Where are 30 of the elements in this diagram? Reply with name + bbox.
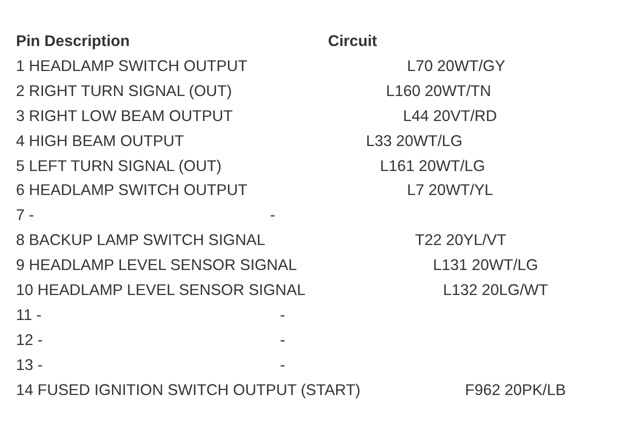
column-header: Circuit [328,32,378,52]
pin-description: 4 HIGH BEAM OUTPUT [16,132,184,152]
circuit-code: L7 20WT/YL [407,181,494,202]
circuit-code: T22 20YL/VT [415,231,506,252]
circuit-code: L161 20WT/LG [380,156,486,176]
circuit-code: L160 20WT/TN [386,82,492,102]
circuit-code: L70 20WT/GY [407,56,506,77]
circuit-code: - [280,356,286,376]
pin-description: 3 RIGHT LOW BEAM OUTPUT [16,106,233,127]
pin-description: 13 - [16,356,43,376]
pin-description: 11 - [16,306,42,326]
circuit-code: L131 20WT/LG [433,256,538,276]
circuit-code: L132 20LG/WT [443,281,548,301]
pin-description: 6 HEADLAMP SWITCH OUTPUT [16,181,248,202]
circuit-code: L44 20VT/RD [403,106,497,127]
column-header: Pin Description [16,32,130,52]
circuit-code: L33 20WT/LG [366,132,462,152]
pin-description: 9 HEADLAMP LEVEL SENSOR SIGNAL [16,256,297,276]
circuit-code: - [280,306,286,326]
pin-description: 2 RIGHT TURN SIGNAL (OUT) [16,82,232,102]
pin-description: 5 LEFT TURN SIGNAL (OUT) [16,156,222,176]
pin-description: 14 FUSED IGNITION SWITCH OUTPUT (START) [16,380,360,401]
pin-description: 1 HEADLAMP SWITCH OUTPUT [16,56,248,77]
pin-description: 10 HEADLAMP LEVEL SENSOR SIGNAL [16,281,306,301]
circuit-code: - [280,330,286,351]
circuit-code: F962 20PK/LB [465,380,566,401]
pin-description: 7 - [16,206,34,226]
pin-description: 12 - [16,330,43,351]
circuit-code: - [270,206,276,226]
pin-description: 8 BACKUP LAMP SWITCH SIGNAL [16,231,266,252]
